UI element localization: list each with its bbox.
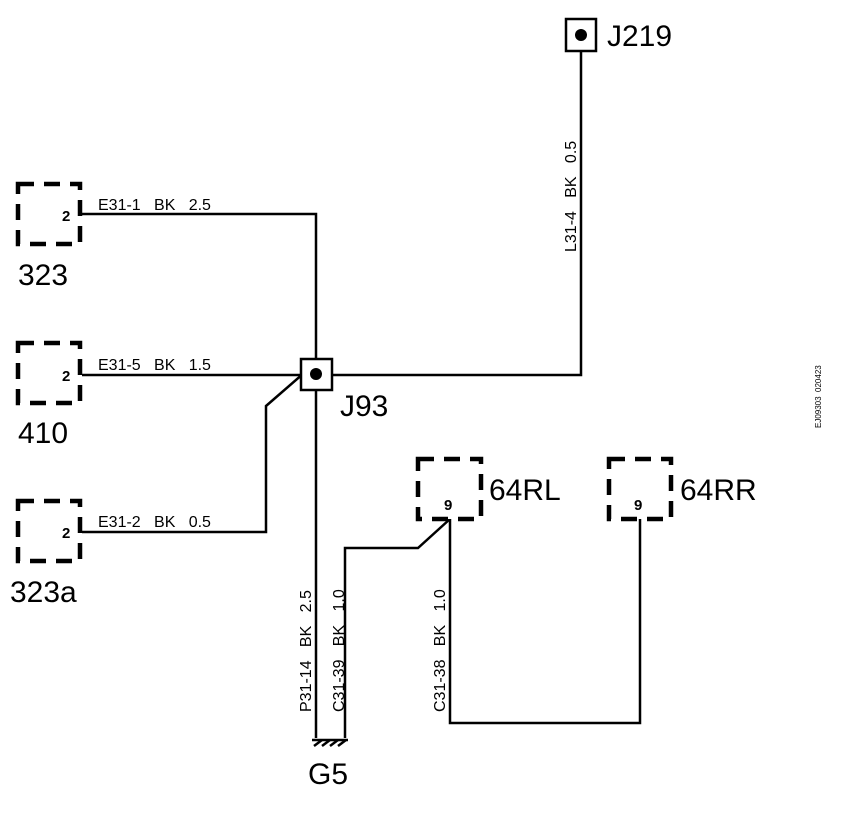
junction-j219-label: J219 (607, 20, 672, 53)
connector-64rl-label: 64RL (489, 474, 561, 507)
connector-410-box (15, 340, 83, 406)
connector-64rl-pin: 9 (444, 497, 452, 514)
connector-323a-box (15, 498, 83, 564)
wire-label-l31-4: L31-4 BK 0.5 (563, 141, 580, 252)
figure-id: EJ09303 020423 (814, 365, 823, 428)
junction-j219-dot (575, 29, 587, 41)
ground-g5-symbol (312, 738, 348, 747)
wire-j93-to-j219 (330, 52, 583, 377)
connector-64rr-box (606, 456, 674, 522)
wire-label-e31-2: E31-2 BK 0.5 (98, 514, 211, 531)
junction-j93-dot (310, 368, 322, 380)
wire-c31-39 (343, 518, 451, 738)
wire-label-p31-14: P31-14 BK 2.5 (298, 590, 315, 712)
wire-c31-38 (448, 519, 642, 725)
connector-323-pin: 2 (62, 208, 70, 225)
wire-label-e31-5: E31-5 BK 1.5 (98, 357, 211, 374)
ground-g5-label: G5 (308, 758, 348, 791)
connector-323a-label: 323a (10, 576, 77, 609)
wire-e31-2 (82, 372, 305, 534)
wire-e31-1 (82, 212, 318, 361)
connector-410-pin: 2 (62, 368, 70, 385)
connector-323-box (15, 181, 83, 247)
junction-j93-label: J93 (340, 390, 388, 423)
connector-323-label: 323 (18, 259, 68, 292)
wire-label-e31-1: E31-1 BK 2.5 (98, 197, 211, 214)
connector-64rr-label: 64RR (680, 474, 757, 507)
wire-label-c31-39: C31-39 BK 1.0 (331, 589, 348, 712)
connector-64rl-box (415, 456, 484, 522)
wire-label-c31-38: C31-38 BK 1.0 (432, 589, 449, 712)
connector-410-label: 410 (18, 417, 68, 450)
connector-323a-pin: 2 (62, 525, 70, 542)
connector-64rr-pin: 9 (634, 497, 642, 514)
